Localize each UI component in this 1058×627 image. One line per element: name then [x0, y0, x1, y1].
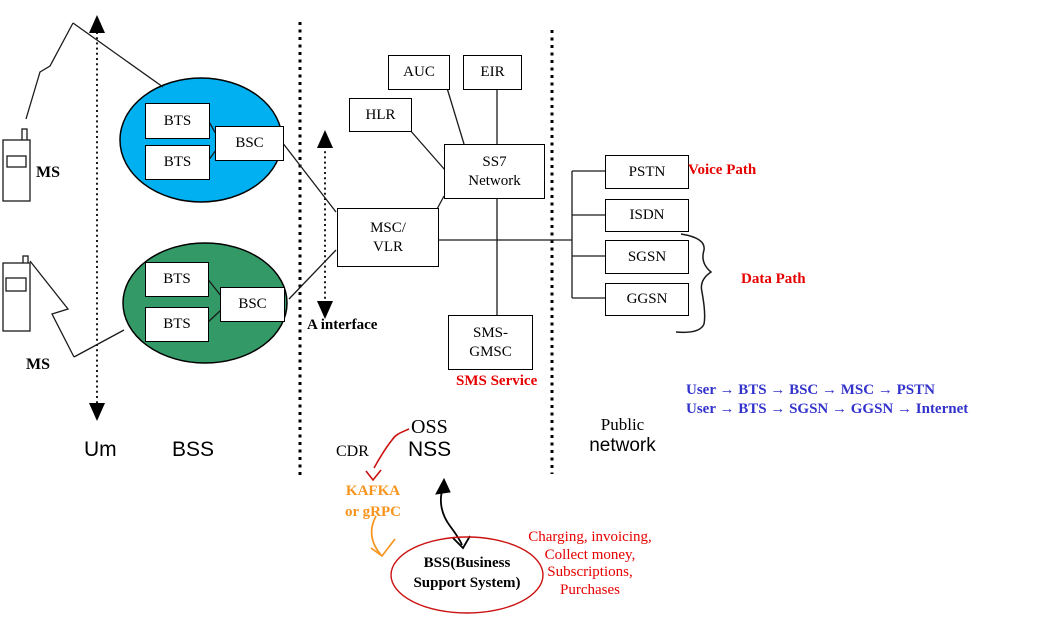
mobile-phone-icon-1 [2, 128, 31, 202]
annotation-text: KAFKA [345, 483, 401, 499]
label-text: Um [84, 438, 117, 461]
node-bts-blue-2: BTS [145, 145, 210, 180]
annotation-text: Voice Path [688, 162, 757, 178]
node-sgsn: SGSN [605, 240, 689, 274]
label-text: network [589, 435, 656, 456]
node-bsc-green: BSC [220, 287, 285, 322]
node-label: EIR [480, 64, 505, 81]
ms-label-2: MS [26, 356, 50, 374]
label-text: NSS [408, 438, 452, 461]
node-label: SMS- [472, 324, 509, 341]
public-network-label: Public network [570, 415, 675, 457]
node-label: MS [36, 164, 60, 181]
kafka-annotation: KAFKA or gRPC [334, 481, 412, 523]
label-text: CDR [336, 443, 369, 460]
core-network-links [408, 87, 572, 315]
node-ss7-network: SS7 Network [444, 144, 545, 199]
oss-label: OSS [411, 416, 448, 439]
route-voice: User → BTS → BSC → MSC → PSTN [686, 382, 935, 398]
node-isdn: ISDN [605, 199, 689, 232]
node-label: BTS [163, 112, 192, 129]
data-path-brace [675, 233, 713, 334]
annotation-text: Data Path [741, 271, 806, 287]
node-label: BSC [238, 296, 267, 313]
node-label: BSC [235, 135, 264, 152]
route-annotations: User → BTS → BSC → MSC → PSTN User → BTS… [686, 381, 968, 419]
node-bsc-blue: BSC [215, 126, 284, 161]
node-label: HLR [365, 106, 396, 123]
node-label: MSC/ [370, 219, 406, 236]
node-pstn: PSTN [605, 155, 689, 189]
a-interface-arrow [317, 130, 333, 319]
node-label: SS7 [482, 153, 507, 170]
um-interface-arrow [89, 15, 105, 421]
data-path-annotation: Data Path [741, 271, 806, 288]
node-auc: AUC [388, 55, 450, 90]
nss-label: NSS [408, 438, 451, 462]
node-msc-vlr: MSC/ VLR [337, 208, 439, 267]
annotation-text: Collect money, [544, 546, 636, 563]
node-label: BTS [163, 316, 191, 333]
radio-link-lines [25, 22, 164, 358]
mobile-phone-icon-2 [2, 255, 31, 332]
node-bts-green-2: BTS [145, 307, 209, 342]
node-label: Support System) [413, 575, 521, 591]
bss-system-ellipse [390, 536, 544, 614]
label-text: OSS [411, 416, 448, 438]
cdr-arrow [365, 428, 410, 482]
node-label: SGSN [627, 248, 667, 265]
node-label: ISDN [629, 207, 665, 224]
node-label: BTS [163, 154, 192, 171]
annotation-text: Subscriptions, [547, 564, 633, 580]
cdr-label: CDR [336, 443, 369, 461]
node-label: MS [26, 356, 50, 373]
billing-annotation: Charging, invoicing, Collect money, Subs… [514, 529, 666, 599]
node-label: GMSC [469, 343, 512, 360]
annotation-text: Charging, invoicing, [528, 529, 652, 545]
node-bts-blue-1: BTS [145, 103, 210, 139]
sms-service-annotation: SMS Service [456, 373, 537, 390]
kafka-bss-arrow [370, 515, 396, 558]
annotation-text: or gRPC [345, 504, 401, 520]
um-label: Um [84, 438, 117, 462]
public-network-links [571, 170, 605, 299]
ms-label-1: MS [36, 164, 60, 182]
bsc-msc-links [281, 141, 337, 300]
node-hlr: HLR [349, 98, 412, 132]
label-text: BSS [172, 438, 215, 461]
section-divider-lines [298, 22, 554, 477]
annotation-text: Purchases [560, 581, 620, 598]
node-label: VLR [373, 238, 403, 255]
nss-bss-arrow [435, 477, 471, 550]
node-label: BSS(Business [423, 555, 511, 571]
voice-path-annotation: Voice Path [688, 162, 756, 179]
node-label: Network [468, 172, 521, 189]
node-sms-gmsc: SMS- GMSC [448, 315, 533, 370]
label-text: Public [600, 415, 645, 434]
bss-section-label: BSS [172, 438, 214, 462]
annotation-text: SMS Service [456, 373, 538, 389]
node-label: AUC [403, 64, 435, 81]
node-eir: EIR [463, 55, 522, 90]
node-label: BTS [163, 271, 191, 288]
a-interface-label: A interface [307, 317, 377, 334]
route-data: User → BTS → SGSN → GGSN → Internet [686, 401, 969, 417]
bss-system-label: BSS(Business Support System) [393, 553, 541, 593]
label-text: A interface [307, 317, 378, 333]
node-label: GGSN [626, 291, 668, 308]
node-ggsn: GGSN [605, 283, 689, 316]
node-label: PSTN [628, 163, 666, 180]
node-bts-green-1: BTS [145, 262, 209, 297]
